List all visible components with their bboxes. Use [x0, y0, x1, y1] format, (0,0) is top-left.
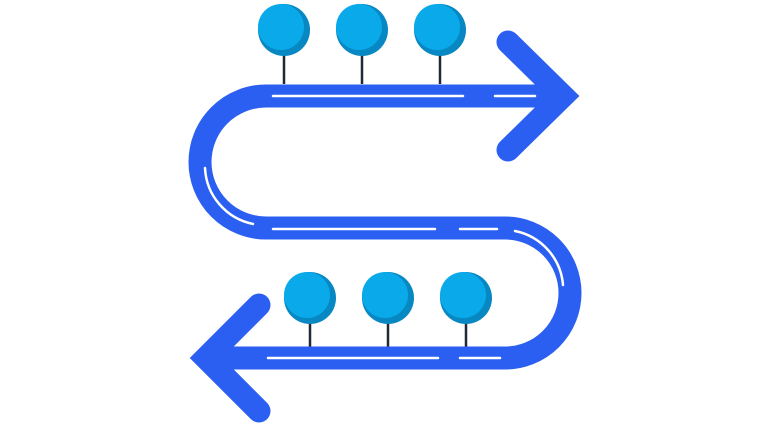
milestone-dot [258, 4, 310, 56]
milestone-dot [336, 4, 388, 56]
milestone-dot [414, 4, 466, 56]
road-dash [203, 166, 255, 226]
milestone-dot [284, 272, 336, 324]
milestone-dot [362, 272, 414, 324]
arrow-right-head [496, 30, 580, 162]
road-markings [203, 94, 565, 360]
arrow-left-head [189, 293, 271, 423]
road-dash [513, 229, 565, 287]
milestones [258, 4, 492, 324]
milestone-dot [440, 272, 492, 324]
